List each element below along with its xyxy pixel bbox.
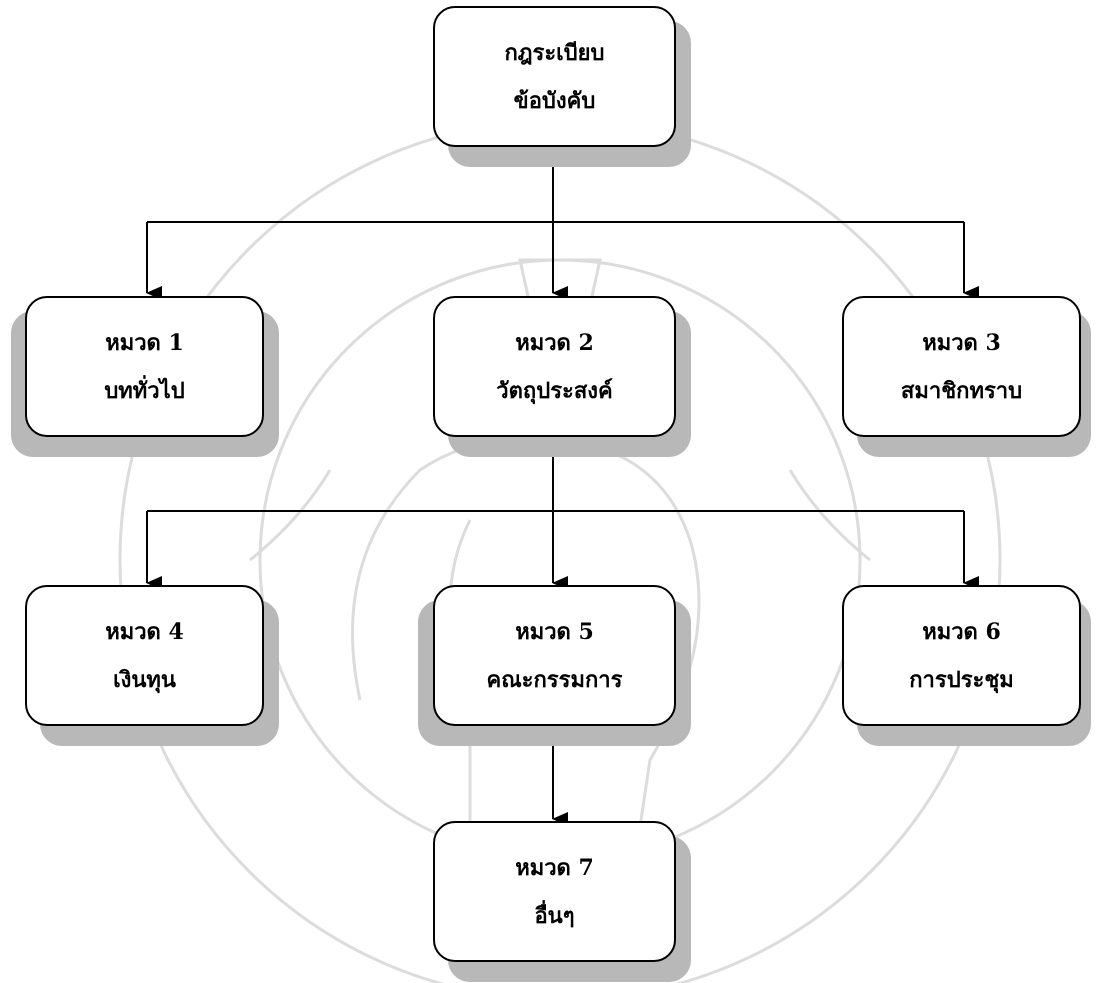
node-line2: การประชุม: [909, 666, 1014, 693]
node-line1: หมวด 5: [515, 618, 594, 645]
node-line1: หมวด 7: [515, 854, 594, 881]
node-chapter-7: หมวด 7 อื่นๆ: [433, 821, 676, 962]
node-chapter-6: หมวด 6 การประชุม: [842, 585, 1081, 726]
node-chapter-2: หมวด 2 วัตถุประสงค์: [433, 296, 676, 437]
node-line2: สมาชิกทราบ: [900, 377, 1023, 404]
node-line2: คณะกรรมการ: [486, 666, 623, 693]
node-line1: กฎระเบียบ: [504, 39, 605, 66]
node-line1: หมวด 1: [105, 329, 184, 356]
node-line2: อื่นๆ: [534, 902, 575, 929]
node-line2: เงินทุน: [113, 666, 176, 693]
node-line2: วัตถุประสงค์: [496, 377, 613, 404]
node-line2: ข้อบังคับ: [513, 87, 596, 114]
node-chapter-3: หมวด 3 สมาชิกทราบ: [842, 296, 1081, 437]
node-line1: หมวด 2: [515, 329, 594, 356]
node-line2: บททั่วไป: [104, 377, 185, 404]
node-line1: หมวด 4: [105, 618, 184, 645]
node-chapter-4: หมวด 4 เงินทุน: [25, 585, 264, 726]
node-chapter-1: หมวด 1 บททั่วไป: [25, 296, 264, 437]
node-chapter-5: หมวด 5 คณะกรรมการ: [433, 585, 676, 726]
node-root: กฎระเบียบ ข้อบังคับ: [433, 6, 676, 147]
node-line1: หมวด 3: [922, 329, 1001, 356]
node-line1: หมวด 6: [922, 618, 1001, 645]
